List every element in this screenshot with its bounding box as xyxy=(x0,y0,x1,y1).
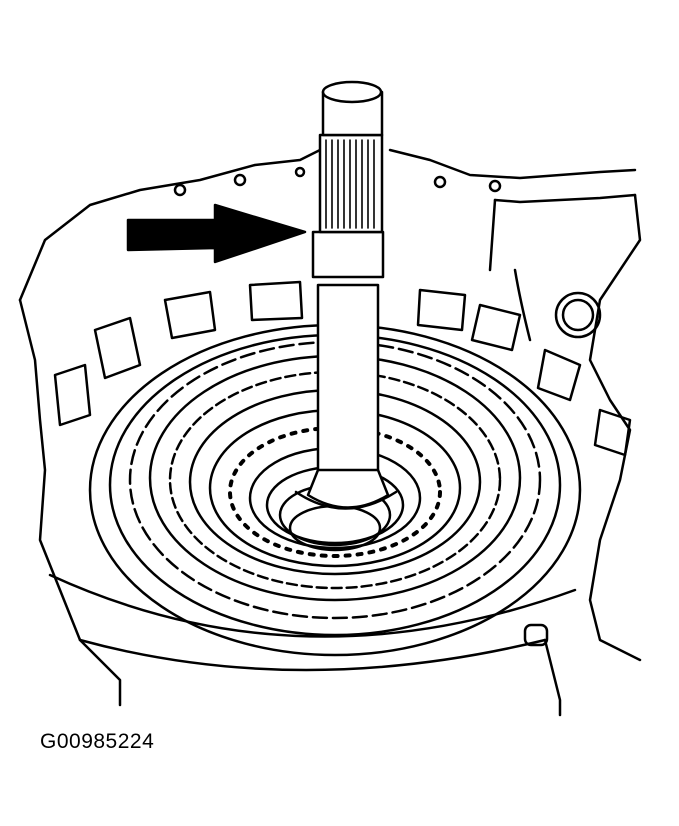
shaft-splines xyxy=(325,139,375,229)
transmission-shaft-illustration xyxy=(18,80,642,717)
input-shaft xyxy=(294,80,398,510)
indicator-arrow xyxy=(126,203,307,264)
case-lugs xyxy=(53,280,632,457)
side-components xyxy=(513,268,602,647)
figure-id-label: G00985224 xyxy=(40,730,155,753)
